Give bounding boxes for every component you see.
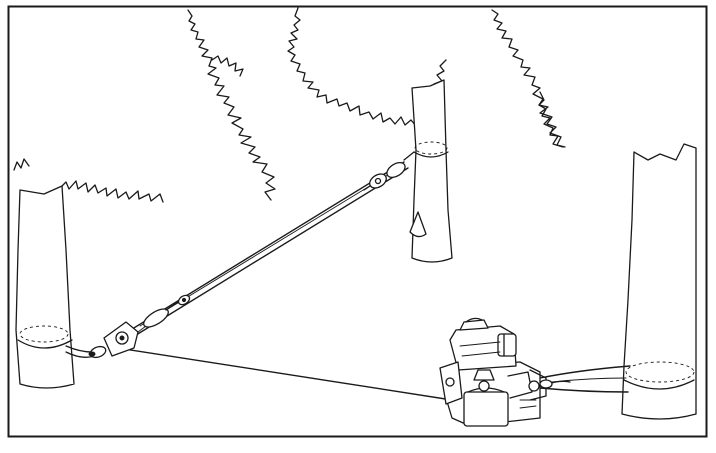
left-anchor-assembly xyxy=(65,294,191,359)
right-anchor-assembly xyxy=(539,379,571,389)
trunk-notch-icon xyxy=(409,211,427,238)
right-carabiner-icon xyxy=(539,379,553,389)
capstan-winch-icon xyxy=(439,317,547,427)
rope-lines xyxy=(117,161,631,401)
left-tree xyxy=(15,185,75,389)
right-tree xyxy=(621,143,697,420)
upper-carabiner-icon xyxy=(143,308,169,328)
center-tree xyxy=(409,79,453,263)
figure-frame xyxy=(7,5,708,438)
upper-pulley-assembly xyxy=(363,151,415,191)
background-foliage xyxy=(13,7,566,203)
carabiner-icon xyxy=(386,162,406,178)
